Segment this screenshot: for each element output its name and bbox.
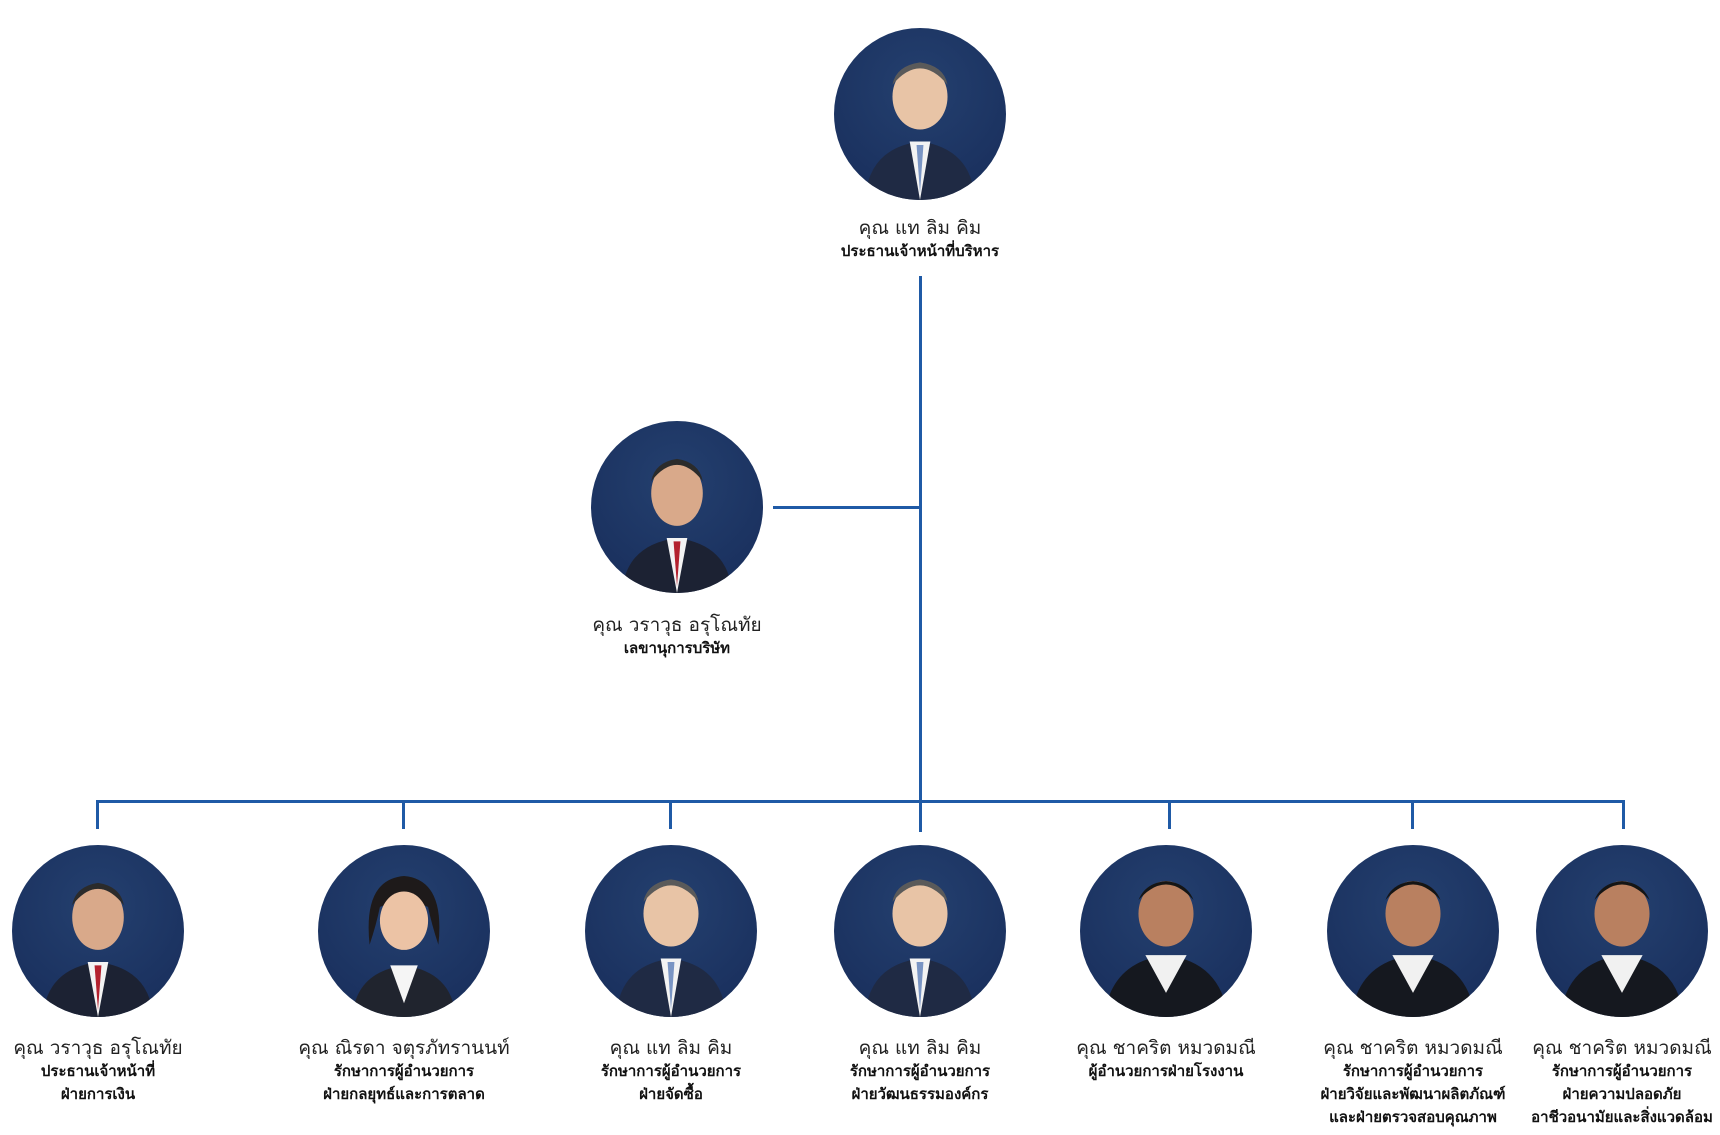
secretary-role: เลขานุการบริษัท	[623, 639, 731, 657]
root-vertical-connector	[919, 276, 922, 832]
person-photo-icon	[1351, 881, 1475, 1017]
avatar-report	[12, 845, 184, 1017]
report-role-line: อาชีวอนามัยและสิ่งแวดล้อม	[1531, 1108, 1713, 1126]
report-role-line: ผู้อำนวยการฝ่ายโรงงาน	[1088, 1062, 1244, 1080]
report-drop-connector	[402, 800, 405, 829]
report-drop-connector	[1411, 800, 1414, 829]
staff-horizontal-connector	[773, 506, 921, 509]
person-photo-icon	[621, 458, 733, 593]
report-name: คุณ วราวุธ อรุโณทัย	[13, 1037, 183, 1059]
person-photo-icon	[42, 882, 154, 1017]
reports-horizontal-bus	[96, 800, 1625, 803]
avatar-ceo	[834, 28, 1006, 200]
report-name: คุณ ชาคริต หมวดมณี	[1323, 1037, 1503, 1059]
report-name: คุณ แท ลิม คิม	[609, 1037, 733, 1059]
report-name: คุณ ณิรดา จตุรภัทรานนท์	[298, 1037, 510, 1059]
avatar-report	[1327, 845, 1499, 1017]
avatar-report	[1536, 845, 1708, 1017]
person-photo-icon	[864, 62, 976, 200]
person-photo-icon	[864, 879, 976, 1017]
person-photo-icon	[1560, 881, 1684, 1017]
secretary-name: คุณ วราวุธ อรุโณทัย	[592, 614, 762, 636]
report-drop-connector	[919, 800, 922, 829]
avatar-report	[318, 845, 490, 1017]
report-role-line: ฝ่ายกลยุทธ์และการตลาด	[323, 1085, 485, 1103]
report-role-line: ประธานเจ้าหน้าที่	[40, 1062, 156, 1080]
report-role-line: รักษาการผู้อำนวยการ	[1342, 1062, 1484, 1080]
avatar-report	[834, 845, 1006, 1017]
report-name: คุณ ชาคริต หมวดมณี	[1076, 1037, 1256, 1059]
report-role-line: ฝ่ายความปลอดภัย	[1562, 1085, 1682, 1103]
report-role-line: ฝ่ายวัฒนธรรมองค์กร	[851, 1085, 989, 1103]
report-role-line: และฝ่ายตรวจสอบคุณภาพ	[1329, 1108, 1497, 1126]
report-role-line: รักษาการผู้อำนวยการ	[600, 1062, 742, 1080]
report-role-line: รักษาการผู้อำนวยการ	[333, 1062, 475, 1080]
report-role-line: รักษาการผู้อำนวยการ	[1551, 1062, 1693, 1080]
avatar-secretary	[591, 421, 763, 593]
ceo-name: คุณ แท ลิม คิม	[858, 217, 982, 239]
report-drop-connector	[96, 800, 99, 829]
report-role-line: ฝ่ายการเงิน	[60, 1085, 136, 1103]
report-drop-connector	[669, 800, 672, 829]
person-photo-icon	[352, 875, 456, 1017]
report-role-line: ฝ่ายจัดซื้อ	[639, 1085, 703, 1103]
report-name: คุณ แท ลิม คิม	[858, 1037, 982, 1059]
person-photo-icon	[1104, 881, 1228, 1017]
report-role-line: รักษาการผู้อำนวยการ	[849, 1062, 991, 1080]
report-drop-connector	[1168, 800, 1171, 829]
avatar-report	[1080, 845, 1252, 1017]
person-photo-icon	[615, 879, 727, 1017]
avatar-report	[585, 845, 757, 1017]
ceo-role: ประธานเจ้าหน้าที่บริหาร	[840, 242, 1000, 260]
report-drop-connector	[1622, 800, 1625, 829]
report-role-line: ฝ่ายวิจัยและพัฒนาผลิตภัณฑ์	[1320, 1085, 1506, 1103]
report-name: คุณ ชาคริต หมวดมณี	[1532, 1037, 1712, 1059]
